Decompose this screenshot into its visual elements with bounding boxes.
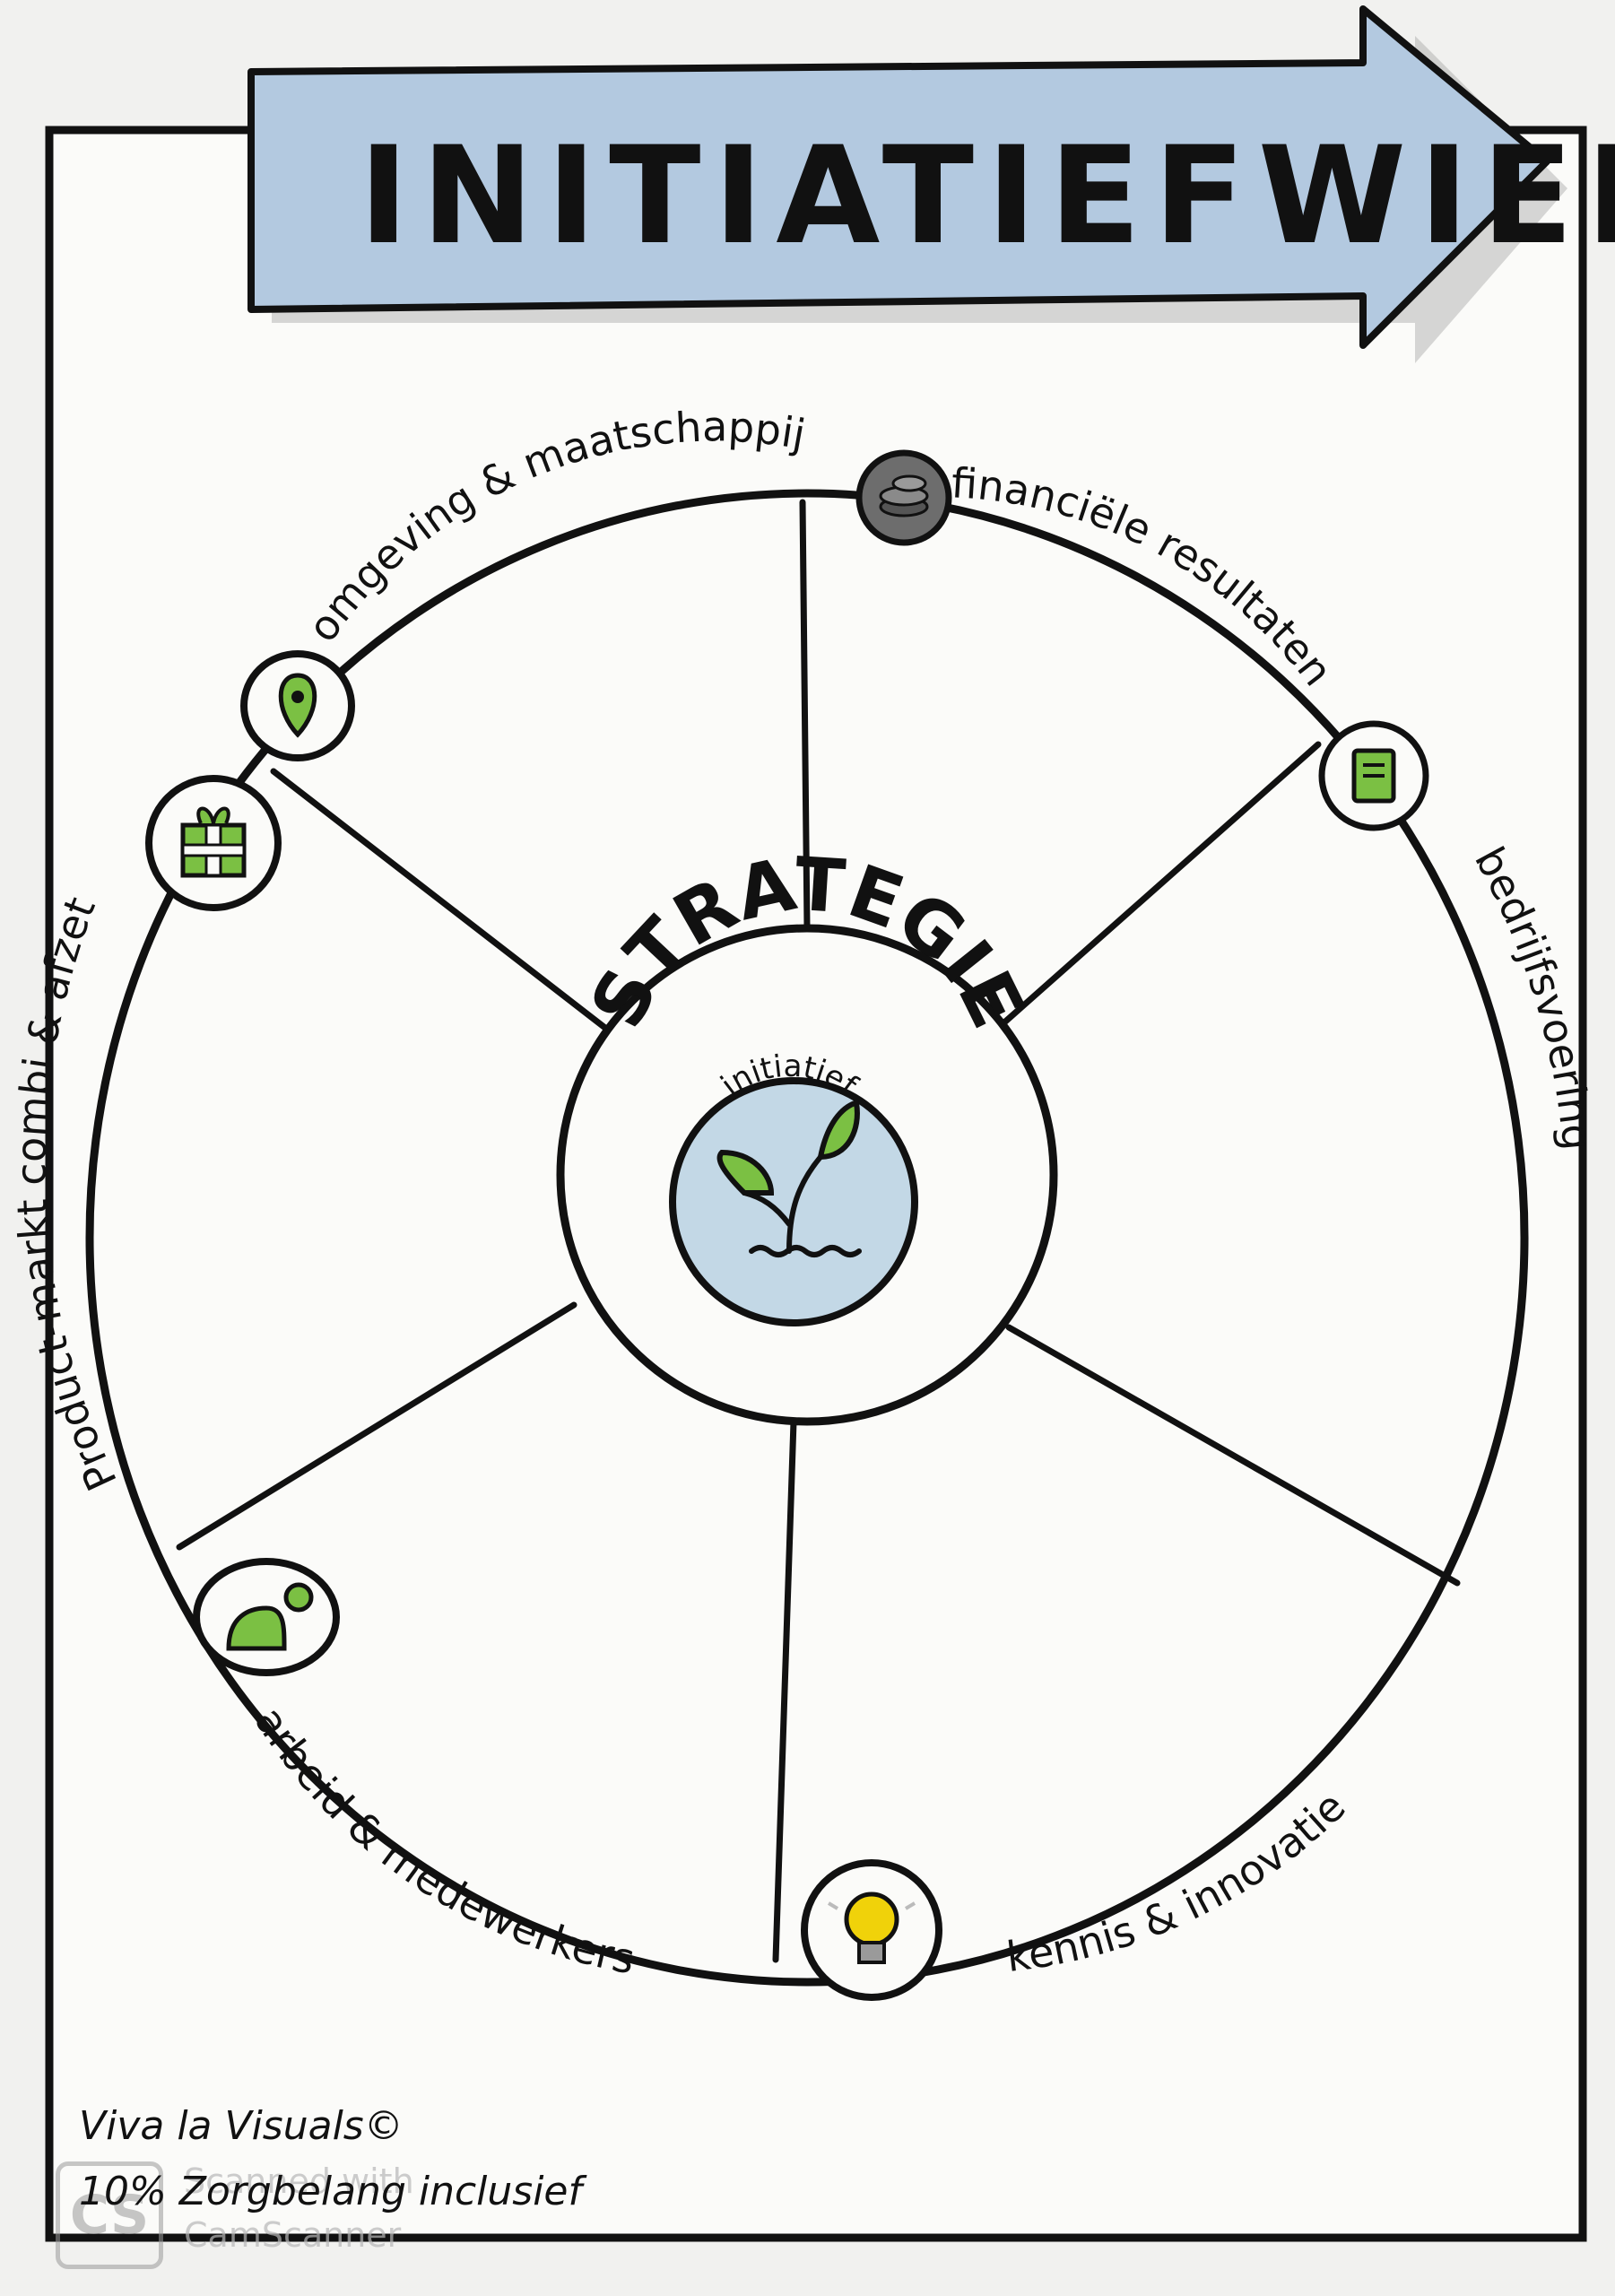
spoke-lower-right	[1005, 1324, 1461, 1587]
credit-author: Viva la Visuals©	[79, 2103, 404, 2149]
document-icon	[1318, 720, 1429, 831]
spoke-upper-right	[1001, 741, 1322, 1026]
wheel-spokes	[176, 499, 1461, 1963]
gift-icon	[145, 775, 282, 911]
watermark-line1: Scanned with	[184, 2161, 414, 2201]
spoke-bottom	[772, 1418, 797, 1963]
person-icon	[193, 1558, 340, 1676]
page-title: INITIATIEFWIEL	[359, 118, 1615, 274]
spoke-lower-left	[176, 1301, 577, 1551]
credit-organisation: 10% Zorgbelang inclusief	[79, 2169, 582, 2214]
camscanner-logo: CS	[56, 2161, 163, 2269]
spoke-top	[799, 499, 811, 932]
coin-stack-icon	[855, 449, 952, 546]
title-banner: INITIATIEFWIEL	[247, 5, 1615, 363]
wheel: STRATEGIE initiatief	[85, 489, 1529, 1987]
lightbulb-icon	[801, 1859, 942, 2001]
watermark-line2: CamScanner	[184, 2215, 402, 2255]
location-pin-icon	[240, 650, 355, 761]
spoke-upper-left	[270, 768, 613, 1035]
seedling-icon	[716, 1100, 862, 1257]
